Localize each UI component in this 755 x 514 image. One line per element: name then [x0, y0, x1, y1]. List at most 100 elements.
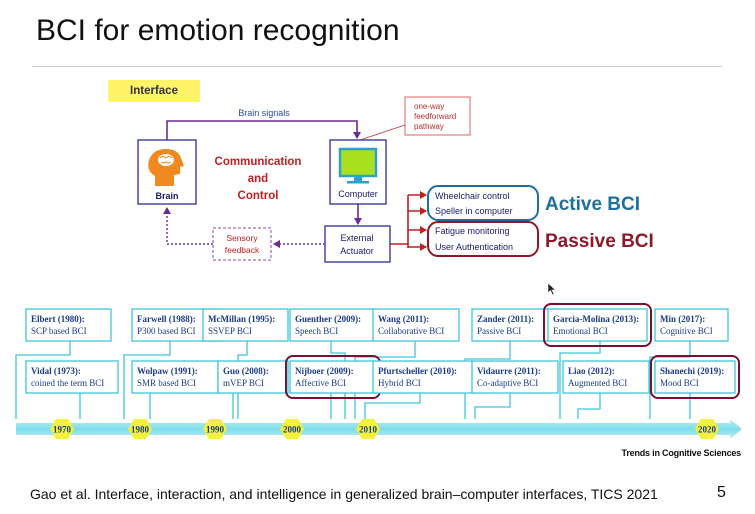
entry-topic: coined the term BCI: [31, 378, 104, 388]
entry-box: [131, 360, 219, 394]
entry-box: [562, 360, 650, 394]
interface-label: Interface: [108, 80, 200, 102]
year-marker-1970: 1970: [50, 419, 74, 439]
entry-topic: mVEP BCI: [223, 378, 264, 388]
entry-box: [471, 360, 559, 394]
timeline-bottom-entry-2: Guo (2008): mVEP BCI: [217, 360, 289, 394]
entry-topic: Augmented BCI: [568, 378, 627, 388]
entry-box: [654, 308, 729, 342]
year-hexagon: [695, 419, 719, 439]
mouse-cursor-icon: [547, 282, 557, 296]
entry-author: Garcia-Molina (2013):: [553, 314, 639, 324]
one-way-line-2: feedforward: [414, 112, 456, 121]
year-label: 2000: [283, 425, 302, 435]
active-bci-label: Active BCI: [545, 194, 640, 215]
timeline-bottom-entry-3: Nijboer (2009): Affective BCI: [285, 355, 381, 399]
year-hexagon: [356, 419, 380, 439]
entry-topic: Hybrid BCI: [378, 378, 421, 388]
entry-author: Vidaurre (2011):: [477, 366, 541, 376]
timeline-bottom-entry-6: Liao (2012):Augmented BCI: [562, 360, 650, 394]
callout-pointer: [359, 124, 406, 141]
entry-author: Pfurtscheller (2010):: [378, 366, 457, 376]
entry-topic: SSVEP BCI: [208, 326, 252, 336]
entry-topic: Collaborative BCI: [378, 326, 444, 336]
sensory-feedback-line-1: Sensory: [226, 233, 258, 243]
actuator-fanout: [390, 195, 409, 248]
sensory-feedback-line-2: feedback: [225, 245, 260, 255]
entry-author: Elbert (1980):: [31, 314, 85, 324]
slide-title: BCI for emotion recognition: [36, 14, 400, 47]
timeline-top-entry-7: Min (2017):Cognitive BCI: [654, 308, 729, 342]
entry-box: [654, 360, 736, 394]
timeline-top-entry-0: Elbert (1980): SCP based BCI: [25, 308, 112, 342]
bci-interface-diagram: Brain signals one-way feedforward pathwa…: [137, 96, 654, 263]
entry-box: [547, 308, 648, 342]
passive-bci-label: Passive BCI: [545, 231, 654, 252]
year-hexagon: [203, 419, 227, 439]
entry-author: Guenther (2009):: [295, 314, 361, 324]
timeline-bottom-entry-4: Pfurtscheller (2010): Hybrid BCI: [372, 360, 474, 394]
entry-topic: SMR based BCI: [137, 378, 196, 388]
timeline-bottom-entry-1: Wolpaw (1991): SMR based BCI: [131, 360, 219, 394]
year-marker-2010: 2010: [356, 419, 380, 439]
entry-topic: SCP based BCI: [31, 326, 87, 336]
entry-author: McMillan (1995):: [208, 314, 275, 324]
timeline-top-entry-4: Wang (2011): Collaborative BCI: [372, 308, 460, 342]
title-divider: [32, 66, 722, 67]
highlight-outline: [650, 355, 740, 399]
year-label: 1970: [53, 425, 72, 435]
highlight-outline: [543, 303, 652, 347]
entry-author: Guo (2008):: [223, 366, 269, 376]
brain-head-icon: [148, 149, 184, 186]
active-bci-group: [427, 185, 539, 221]
entry-author: Vidal (1973):: [31, 366, 81, 376]
brain-signals-label: Brain signals: [238, 108, 290, 118]
computer-monitor-icon: [338, 147, 378, 184]
citation: Gao et al. Interface, interaction, and i…: [30, 486, 658, 502]
sensory-feedback-box: [212, 227, 272, 261]
page-number: 5: [717, 484, 726, 501]
year-label: 2020: [698, 425, 717, 435]
entry-author: Shanechi (2019):: [660, 366, 724, 376]
comm-control-line-3: Control: [238, 190, 279, 202]
entry-topic: Speech BCI: [295, 326, 338, 336]
brain-signals-arrow: [166, 120, 361, 140]
entry-author: Wang (2011):: [378, 314, 429, 324]
timeline-bottom-entry-0: Vidal (1973): coined the term BCI: [25, 360, 119, 394]
year-marker-2000: 2000: [280, 419, 304, 439]
passive-item-2: User Authentication: [435, 242, 513, 252]
one-way-line-3: pathway: [414, 122, 444, 131]
comm-control-line-2: and: [248, 173, 268, 185]
computer-label: Computer: [338, 189, 378, 199]
active-item-1: Wheelchair control: [435, 191, 510, 201]
timeline-top-entry-3: Guenther (2009): Speech BCI: [289, 308, 376, 342]
entry-box: [25, 360, 119, 394]
entry-box: [25, 308, 112, 342]
entry-box: [289, 308, 376, 342]
timeline-bottom-entry-7: Shanechi (2019): Mood BCI: [650, 355, 740, 399]
bci-timeline: Elbert (1980): SCP based BCI Farwell (1988…: [15, 303, 742, 439]
timeline-top-entry-5: Zander (2011):Passive BCI: [471, 308, 559, 342]
year-label: 2010: [359, 425, 378, 435]
one-way-line-1: one-way: [414, 102, 444, 111]
entry-author: Farwell (1988):: [137, 314, 196, 324]
entry-author: Wolpaw (1991):: [137, 366, 198, 376]
entry-box: [289, 360, 377, 394]
entry-topic: Affective BCI: [295, 378, 346, 388]
entry-box: [372, 308, 460, 342]
timeline-top-entry-2: McMillan (1995): SSVEP BCI: [202, 308, 289, 342]
entry-topic: P300 based BCI: [137, 326, 196, 336]
journal-credit: Trends in Cognitive Sciences: [621, 448, 742, 458]
entry-topic: Emotional BCI: [553, 326, 608, 336]
entry-topic: Mood BCI: [660, 378, 699, 388]
active-item-2: Speller in computer: [435, 206, 513, 216]
entry-topic: Co-adaptive BCI: [477, 378, 538, 388]
entry-author: Nijboer (2009):: [295, 366, 354, 376]
passive-item-1: Fatigue monitoring: [435, 226, 510, 236]
year-hexagon: [128, 419, 152, 439]
one-way-callout: [404, 96, 471, 136]
entry-box: [202, 308, 289, 342]
timeline-top-entry-6: Garcia-Molina (2013): Emotional BCI: [543, 303, 652, 347]
entry-author: Min (2017):: [660, 314, 705, 324]
passive-bci-group: [427, 221, 539, 257]
